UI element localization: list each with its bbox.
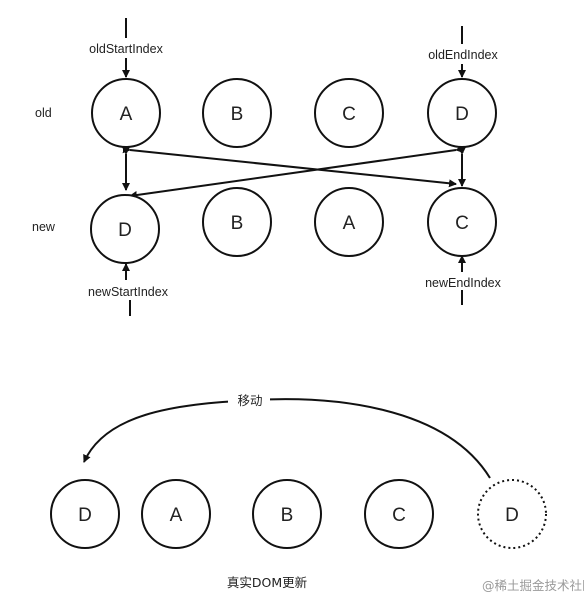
watermark: @稀土掘金技术社区 <box>482 578 584 592</box>
old-node-label: B <box>231 104 244 125</box>
real-dom-node: D <box>50 479 120 549</box>
old-row: A B C D <box>91 78 497 148</box>
old-row-label: old <box>35 106 52 120</box>
new-node-label: D <box>118 220 132 241</box>
real-dom-node-label: D <box>78 505 92 526</box>
move-label: 移动 <box>237 393 262 408</box>
real-dom-node-label: A <box>170 505 183 526</box>
pointer-lines <box>122 18 466 316</box>
old-node: B <box>202 78 272 148</box>
real-dom-update-caption: 真实DOM更新 <box>227 575 307 590</box>
new-row-label: new <box>32 220 56 234</box>
old-node: D <box>427 78 497 148</box>
real-dom-node: B <box>252 479 322 549</box>
move-arrow <box>83 390 491 479</box>
new-node: A <box>314 187 384 257</box>
real-dom-row: D A B C D <box>50 479 547 549</box>
new-end-index-label: newEndIndex <box>425 276 502 290</box>
new-node: D <box>90 194 160 264</box>
real-dom-node-label: D <box>505 505 519 526</box>
new-node: C <box>427 187 497 257</box>
real-dom-node-moved: D <box>477 479 547 549</box>
old-start-index-label: oldStartIndex <box>89 42 163 56</box>
old-node: C <box>314 78 384 148</box>
new-node: B <box>202 187 272 257</box>
old-node: A <box>91 78 161 148</box>
old-end-index-label: oldEndIndex <box>428 48 498 62</box>
comparison-arrows <box>122 145 466 199</box>
old-node-label: A <box>120 104 133 125</box>
new-node-label: A <box>343 213 356 234</box>
new-start-index-label: newStartIndex <box>88 285 169 299</box>
real-dom-node-label: B <box>281 505 294 526</box>
real-dom-node: C <box>364 479 434 549</box>
new-node-label: C <box>455 213 469 234</box>
new-row: D B A C <box>90 187 497 264</box>
new-node-label: B <box>231 213 244 234</box>
old-node-label: D <box>455 104 469 125</box>
old-node-label: C <box>342 104 356 125</box>
real-dom-node-label: C <box>392 505 406 526</box>
real-dom-node: A <box>141 479 211 549</box>
